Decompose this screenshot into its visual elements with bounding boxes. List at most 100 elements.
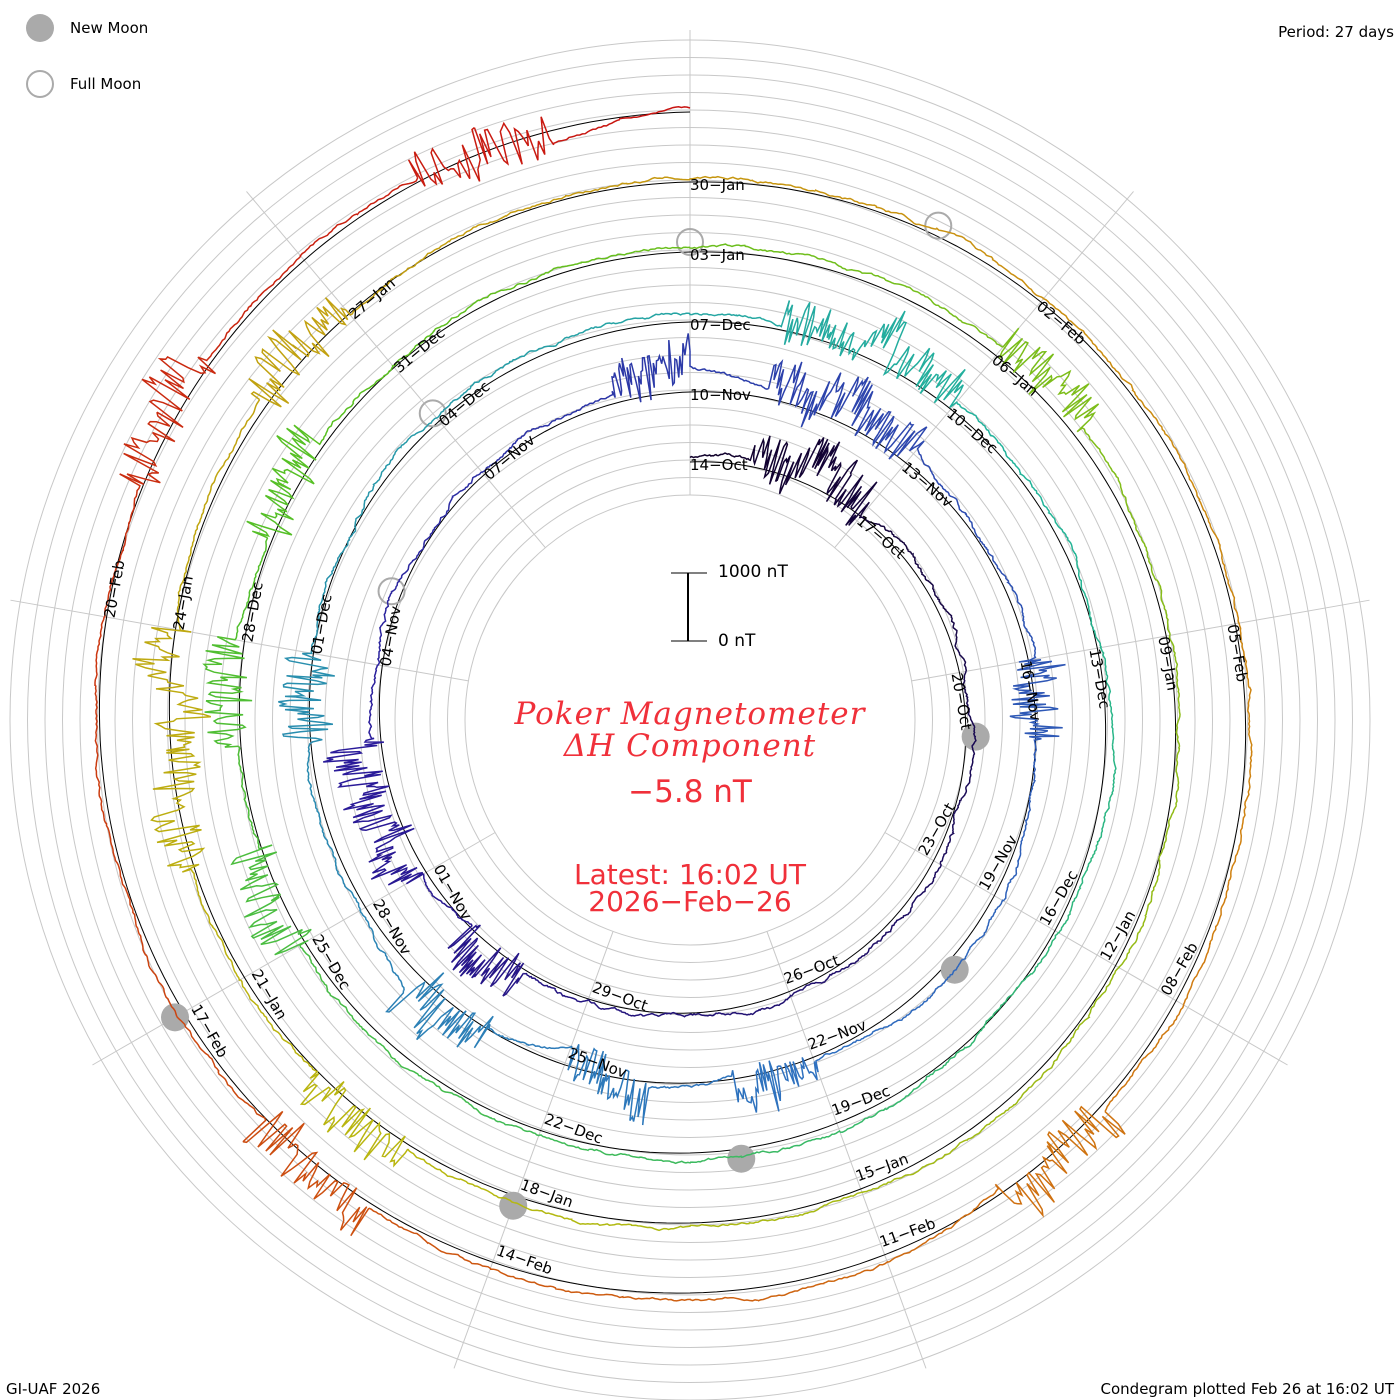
grid-spoke: [884, 832, 1288, 1066]
data-trace-segment: [399, 1064, 446, 1093]
data-trace-segment: [94, 685, 99, 756]
data-trace-segment: [1175, 690, 1181, 749]
data-trace-segment: [872, 415, 928, 460]
data-trace-segment: [407, 127, 481, 187]
data-trace-segment: [306, 741, 313, 788]
data-trace-segment: [724, 1009, 760, 1016]
data-trace-segment: [954, 936, 983, 971]
data-trace-segment: [103, 549, 124, 618]
data-trace-segment: [885, 1078, 928, 1111]
data-trace-segment: [1076, 426, 1116, 475]
data-trace-segment: [851, 376, 892, 437]
data-trace-segment: [478, 279, 531, 302]
data-trace-segment: [242, 1110, 320, 1184]
date-label: 07−Dec: [690, 316, 751, 334]
data-trace-segment: [1111, 744, 1117, 795]
data-trace-segment: [119, 473, 141, 552]
data-trace-segment: [815, 1042, 854, 1073]
data-trace-segment: [588, 1148, 640, 1159]
data-trace-segment: [939, 832, 955, 865]
data-trace-segment: [635, 246, 691, 253]
data-trace-segment: [299, 1072, 366, 1133]
data-trace-segment: [921, 864, 942, 894]
data-trace-segment: [202, 454, 231, 511]
data-trace-segment: [970, 735, 977, 770]
grid-spoke: [453, 931, 614, 1369]
data-trace-segment: [1002, 860, 1020, 902]
date-label: 25−Dec: [308, 931, 354, 993]
data-trace-segment: [391, 559, 414, 593]
data-trace-segment: [1032, 739, 1037, 781]
grid-spoke: [92, 832, 496, 1066]
data-trace-segment: [326, 989, 364, 1031]
data-trace-segment: [94, 754, 107, 824]
data-trace-segment: [587, 999, 622, 1012]
data-trace-segment: [1238, 622, 1250, 688]
data-trace-segment: [473, 116, 555, 166]
data-trace-segment: [1221, 560, 1240, 624]
data-trace-segment: [938, 483, 967, 515]
grid-spoke: [246, 191, 546, 548]
data-trace-segment: [435, 386, 472, 419]
data-trace-segment: [638, 1156, 691, 1165]
data-trace-segment: [928, 581, 946, 611]
grid-spoke: [10, 599, 469, 682]
data-trace-segment: [552, 118, 621, 145]
data-trace-segment: [861, 1170, 918, 1194]
data-trace-segment: [790, 1130, 841, 1149]
data-trace-segment: [309, 786, 324, 831]
data-trace-segment: [1086, 600, 1103, 648]
data-trace-segment: [925, 1046, 966, 1079]
data-trace-segment: [278, 696, 334, 743]
date-label: 31−Dec: [390, 324, 448, 377]
grid-spoke: [766, 931, 927, 1369]
data-trace-segment: [204, 691, 253, 748]
date-label: 10−Nov: [690, 386, 751, 404]
data-trace-segment: [369, 664, 379, 703]
data-trace-segment: [890, 1000, 927, 1026]
data-trace-segment: [1074, 552, 1089, 602]
data-trace-segment: [596, 317, 644, 329]
data-trace-segment: [964, 1009, 999, 1049]
data-trace-segment: [529, 262, 582, 282]
data-trace-segment: [1171, 441, 1201, 501]
data-trace-segment: [915, 352, 966, 409]
date-label: 26−Oct: [781, 951, 841, 988]
data-trace-segment: [580, 250, 636, 264]
grid-spoke: [834, 191, 1134, 548]
data-trace-segment: [282, 652, 335, 698]
data-trace-segment: [230, 844, 282, 903]
data-trace-segment: [916, 1139, 968, 1173]
data-trace-segment: [391, 330, 435, 367]
data-trace-segment: [379, 591, 393, 629]
data-trace-segment: [385, 972, 446, 1041]
latest-time: Latest: 16:02 UT: [573, 858, 807, 891]
scale-top-label: 1000 nT: [718, 562, 788, 582]
data-trace-segment: [1118, 915, 1147, 968]
data-trace-segment: [1143, 1004, 1185, 1059]
data-trace-segment: [132, 626, 192, 690]
data-trace-segment: [954, 315, 1004, 348]
data-trace-segment: [400, 417, 437, 449]
data-trace-segment: [689, 453, 722, 459]
data-trace-segment: [490, 1268, 557, 1289]
data-trace-segment: [997, 972, 1032, 1011]
date-label: 24−Jan: [170, 574, 197, 631]
data-trace-segment: [469, 361, 511, 388]
data-trace-segment: [243, 798, 273, 850]
data-trace-segment: [523, 972, 557, 990]
data-trace-segment: [250, 537, 269, 590]
data-trace-segment: [985, 547, 1010, 583]
data-trace-segment: [1011, 659, 1066, 701]
data-trace-segment: [1209, 880, 1230, 945]
data-trace-segment: [740, 1146, 793, 1159]
data-trace-segment: [806, 1191, 863, 1215]
date-label: 22−Nov: [805, 1016, 869, 1054]
data-trace-segment: [508, 345, 555, 363]
data-trace-segment: [271, 424, 317, 491]
data-trace-segment: [689, 175, 754, 182]
data-trace-segment: [1104, 1057, 1145, 1112]
data-trace-segment: [1198, 499, 1224, 561]
data-trace-segment: [1144, 859, 1161, 917]
